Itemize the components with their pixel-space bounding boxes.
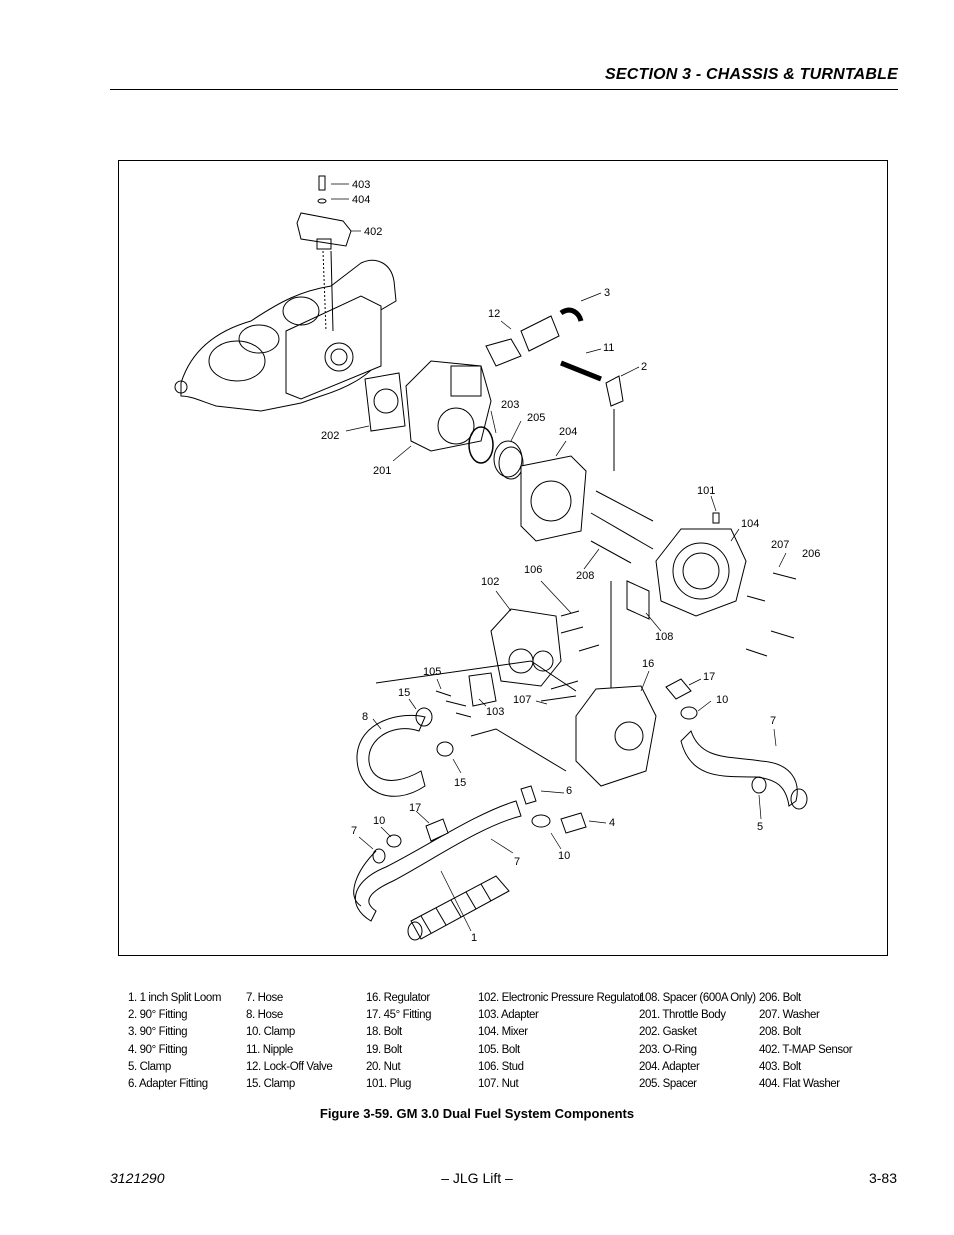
legend-item: 5. Clamp [128, 1060, 171, 1073]
page-number: 3-83 [868, 1170, 897, 1186]
mixer-drawing [655, 512, 747, 617]
document-number: 3121290 [110, 1170, 165, 1186]
legend-item: 17. 45° Fitting [366, 1009, 432, 1022]
callout-201: 201 [373, 465, 391, 477]
callout-5: 5 [757, 821, 763, 833]
callout-7-left: 7 [351, 825, 357, 837]
callout-103: 103 [486, 706, 504, 718]
callout-15-lower: 15 [454, 777, 466, 789]
legend-item: 11. Nipple [246, 1043, 293, 1056]
legend-column-6: 206. Bolt 207. Washer 208. Bolt 402. T-M… [759, 990, 853, 1093]
gasket-drawing [364, 372, 406, 432]
callout-3: 3 [604, 287, 610, 299]
legend-item: 6. Adapter Fitting [128, 1077, 208, 1090]
callout-202: 202 [321, 430, 339, 442]
legend-item: 208. Bolt [759, 1026, 801, 1039]
legend-item: 10. Clamp [246, 1026, 295, 1039]
legend-item: 106. Stud [478, 1060, 524, 1073]
legend-item: 3. 90° Fitting [128, 1026, 188, 1039]
callout-107: 107 [513, 694, 531, 706]
callout-10-upper: 10 [716, 694, 728, 706]
callout-404: 404 [352, 194, 370, 206]
callout-208: 208 [576, 570, 594, 582]
legend-item: 103. Adapter [478, 1009, 539, 1022]
legend-item: 203. O-Ring [639, 1043, 697, 1056]
legend-item: 204. Adapter [639, 1060, 700, 1073]
regulator-drawing [575, 685, 657, 787]
tmap-sensor-drawing [296, 175, 352, 332]
parts-diagram: 403 404 402 3 12 11 2 203 205 204 202 20… [118, 160, 888, 956]
legend-item: 108. Spacer (600A Only) [639, 992, 756, 1004]
callout-7-right: 7 [770, 715, 776, 727]
legend-item: 7. Hose [246, 992, 283, 1004]
footer-brand: – JLG Lift – [441, 1170, 513, 1186]
legend-item: 404. Flat Washer [759, 1077, 840, 1090]
callout-403: 403 [352, 179, 370, 191]
callout-17-upper: 17 [703, 671, 715, 683]
callout-12: 12 [488, 308, 500, 320]
split-loom-drawing [407, 875, 510, 941]
callout-101: 101 [697, 485, 715, 497]
callout-402: 402 [364, 226, 382, 238]
legend-item: 20. Nut [366, 1060, 401, 1073]
callout-6: 6 [566, 785, 572, 797]
intake-manifold-drawing [174, 259, 397, 412]
callout-205: 205 [527, 412, 545, 424]
callout-4: 4 [609, 817, 615, 829]
callout-105: 105 [423, 666, 441, 678]
callout-10-lower: 10 [558, 850, 570, 862]
legend-column-4: 102. Electronic Pressure Regulator 103. … [478, 990, 643, 1093]
legend-item: 206. Bolt [759, 992, 801, 1004]
legend-item: 16. Regulator [366, 992, 430, 1004]
callout-203: 203 [501, 399, 519, 411]
callout-17-lower: 17 [409, 802, 421, 814]
callout-11: 11 [603, 342, 614, 354]
callout-15-upper: 15 [398, 687, 410, 699]
callout-1: 1 [471, 932, 477, 944]
callout-7-lower: 7 [514, 856, 520, 868]
section-title: SECTION 3 - CHASSIS & TURNTABLE [604, 66, 898, 83]
callout-104: 104 [741, 518, 759, 530]
callout-102: 102 [481, 576, 499, 588]
legend-column-3: 16. Regulator 17. 45° Fitting 18. Bolt 1… [366, 990, 431, 1093]
legend-item: 207. Washer [759, 1009, 820, 1022]
legend-item: 402. T-MAP Sensor [759, 1043, 853, 1056]
legend-item: 205. Spacer [639, 1077, 697, 1090]
legend-item: 19. Bolt [366, 1043, 402, 1056]
parts-legend: 1. 1 inch Split Loom 2. 90° Fitting 3. 9… [0, 990, 954, 1100]
callout-16: 16 [642, 658, 654, 670]
callout-8: 8 [362, 711, 368, 723]
legend-item: 2. 90° Fitting [128, 1009, 188, 1022]
throttle-body-drawing [405, 360, 492, 452]
legend-item: 102. Electronic Pressure Regulator [478, 992, 643, 1004]
section-header: SECTION 3 - CHASSIS & TURNTABLE [110, 64, 898, 90]
legend-item: 201. Throttle Body [639, 1009, 726, 1022]
figure-caption: Figure 3-59. GM 3.0 Dual Fuel System Com… [319, 1106, 635, 1121]
legend-column-1: 1. 1 inch Split Loom 2. 90° Fitting 3. 9… [128, 990, 221, 1093]
callout-108: 108 [655, 631, 673, 643]
electronic-pressure-regulator-drawing [490, 608, 562, 687]
legend-item: 4. 90° Fitting [128, 1043, 188, 1056]
legend-item: 15. Clamp [246, 1077, 295, 1090]
callout-204: 204 [559, 426, 577, 438]
legend-item: 107. Nut [478, 1077, 519, 1090]
legend-item: 202. Gasket [639, 1026, 697, 1039]
callout-207: 207 [771, 539, 789, 551]
legend-item: 101. Plug [366, 1077, 411, 1090]
legend-item: 403. Bolt [759, 1060, 801, 1073]
legend-item: 8. Hose [246, 1009, 283, 1022]
legend-item: 105. Bolt [478, 1043, 520, 1056]
callout-10-left: 10 [373, 815, 385, 827]
legend-item: 104. Mixer [478, 1026, 528, 1039]
legend-item: 18. Bolt [366, 1026, 402, 1039]
legend-item: 12. Lock-Off Valve [246, 1060, 333, 1073]
legend-column-5: 108. Spacer (600A Only) 201. Throttle Bo… [639, 990, 756, 1093]
legend-column-2: 7. Hose 8. Hose 10. Clamp 11. Nipple 12.… [246, 990, 333, 1093]
callout-2: 2 [641, 361, 647, 373]
legend-item: 1. 1 inch Split Loom [128, 992, 222, 1004]
callout-206: 206 [802, 548, 820, 560]
callout-106: 106 [524, 564, 542, 576]
